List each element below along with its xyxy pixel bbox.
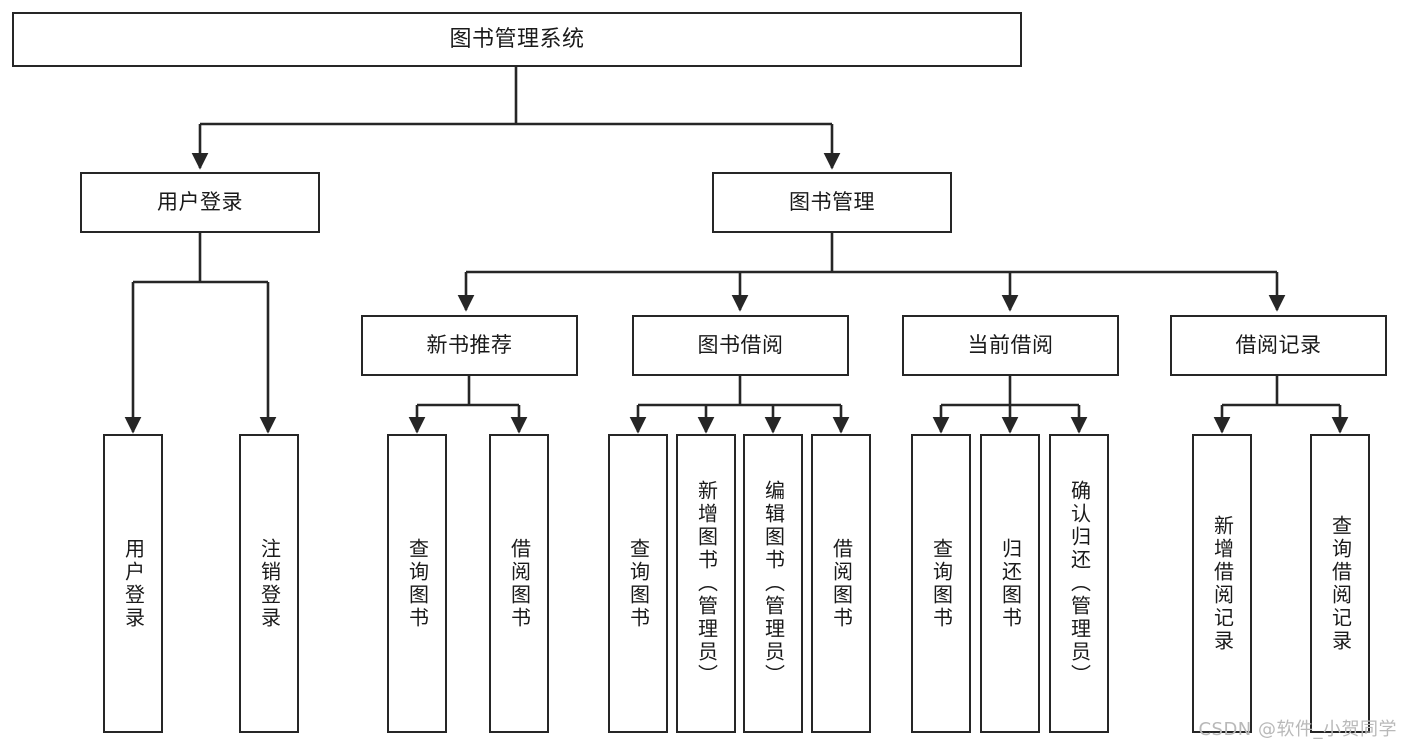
node-current-borrow[interactable]: 当前借阅 — [902, 315, 1119, 376]
leaf-add-borrow-record[interactable]: 新增借阅记录 — [1192, 434, 1252, 733]
leaf-query-borrow-record[interactable]: 查询借阅记录 — [1310, 434, 1370, 733]
node-user-login-label: 用户登录 — [157, 190, 243, 215]
node-book-borrow-label: 图书借阅 — [697, 333, 784, 358]
leaf-logout[interactable]: 注销登录 — [239, 434, 299, 733]
node-book-borrow[interactable]: 图书借阅 — [632, 315, 849, 376]
leaf-borrow-book[interactable]: 借阅图书 — [811, 434, 871, 733]
leaf-query-book-borrow-label: 查询图书 — [626, 537, 651, 630]
node-borrow-record[interactable]: 借阅记录 — [1170, 315, 1387, 376]
leaf-add-book-admin-label: 新增图书（管理员） — [694, 480, 719, 687]
leaf-query-book-new-label: 查询图书 — [405, 537, 430, 630]
node-new-book-recommend[interactable]: 新书推荐 — [361, 315, 578, 376]
leaf-logout-label: 注销登录 — [257, 537, 282, 630]
leaf-add-borrow-record-label: 新增借阅记录 — [1210, 514, 1235, 653]
node-current-borrow-label: 当前借阅 — [967, 333, 1054, 358]
leaf-borrow-book-new[interactable]: 借阅图书 — [489, 434, 549, 733]
leaf-query-book-new[interactable]: 查询图书 — [387, 434, 447, 733]
leaf-borrow-book-new-label: 借阅图书 — [507, 537, 532, 630]
leaf-query-book-borrow[interactable]: 查询图书 — [608, 434, 668, 733]
leaf-borrow-book-label: 借阅图书 — [829, 537, 854, 630]
leaf-query-borrow-record-label: 查询借阅记录 — [1328, 514, 1353, 653]
leaf-edit-book-admin-label: 编辑图书（管理员） — [761, 480, 786, 687]
node-root[interactable]: 图书管理系统 — [12, 12, 1022, 67]
leaf-confirm-return-admin-label: 确认归还（管理员） — [1067, 480, 1092, 687]
node-book-management-label: 图书管理 — [789, 190, 875, 215]
node-root-label: 图书管理系统 — [449, 26, 585, 52]
leaf-query-book-current-label: 查询图书 — [929, 537, 954, 630]
node-user-login[interactable]: 用户登录 — [80, 172, 320, 233]
leaf-edit-book-admin[interactable]: 编辑图书（管理员） — [743, 434, 803, 733]
leaf-user-login-label: 用户登录 — [121, 537, 146, 630]
node-borrow-record-label: 借阅记录 — [1235, 333, 1322, 358]
node-new-book-recommend-label: 新书推荐 — [426, 333, 513, 358]
leaf-return-book[interactable]: 归还图书 — [980, 434, 1040, 733]
leaf-query-book-current[interactable]: 查询图书 — [911, 434, 971, 733]
leaf-return-book-label: 归还图书 — [998, 537, 1023, 630]
leaf-confirm-return-admin[interactable]: 确认归还（管理员） — [1049, 434, 1109, 733]
leaf-add-book-admin[interactable]: 新增图书（管理员） — [676, 434, 736, 733]
node-book-management[interactable]: 图书管理 — [712, 172, 952, 233]
leaf-user-login[interactable]: 用户登录 — [103, 434, 163, 733]
